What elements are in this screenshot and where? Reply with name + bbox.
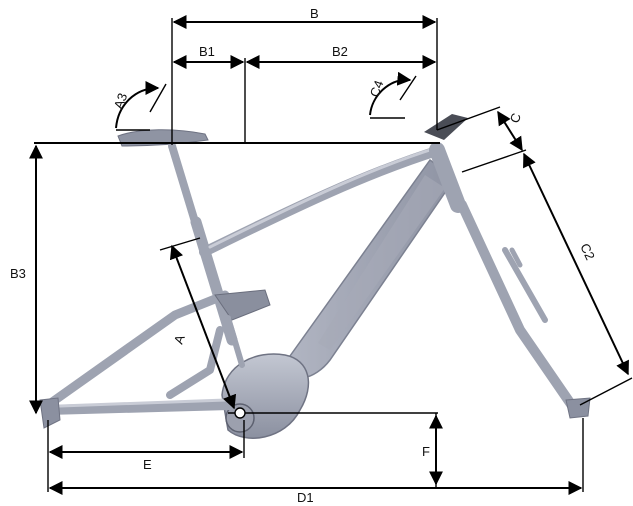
rear-dropout — [39, 397, 61, 429]
label-e: E — [143, 457, 152, 472]
dim-c-line — [497, 110, 523, 152]
dim-c2-line — [523, 152, 629, 376]
dimension-labels: B B1 B2 A3 C4 C C2 B3 A E F D1 — [10, 6, 598, 505]
dimension-lines — [29, 15, 633, 495]
label-a3: A3 — [111, 91, 131, 111]
label-a: A — [171, 332, 188, 346]
fork — [457, 200, 580, 415]
label-b2: B2 — [332, 44, 348, 59]
seatpost — [168, 142, 200, 229]
label-b1: B1 — [199, 44, 215, 59]
label-b: B — [310, 6, 319, 21]
angle-c4 — [369, 71, 412, 116]
label-f: F — [422, 444, 430, 459]
label-c2: C2 — [577, 241, 598, 262]
label-d1: D1 — [297, 490, 314, 505]
label-b3: B3 — [10, 266, 26, 281]
angle-a3 — [115, 81, 160, 129]
bike-frame — [39, 114, 591, 439]
seatstay — [43, 290, 230, 410]
top-tube — [199, 145, 445, 257]
label-c4: C4 — [367, 78, 387, 99]
label-c: C — [507, 111, 524, 125]
head-tube — [429, 142, 466, 213]
dim-a-line — [169, 244, 237, 410]
